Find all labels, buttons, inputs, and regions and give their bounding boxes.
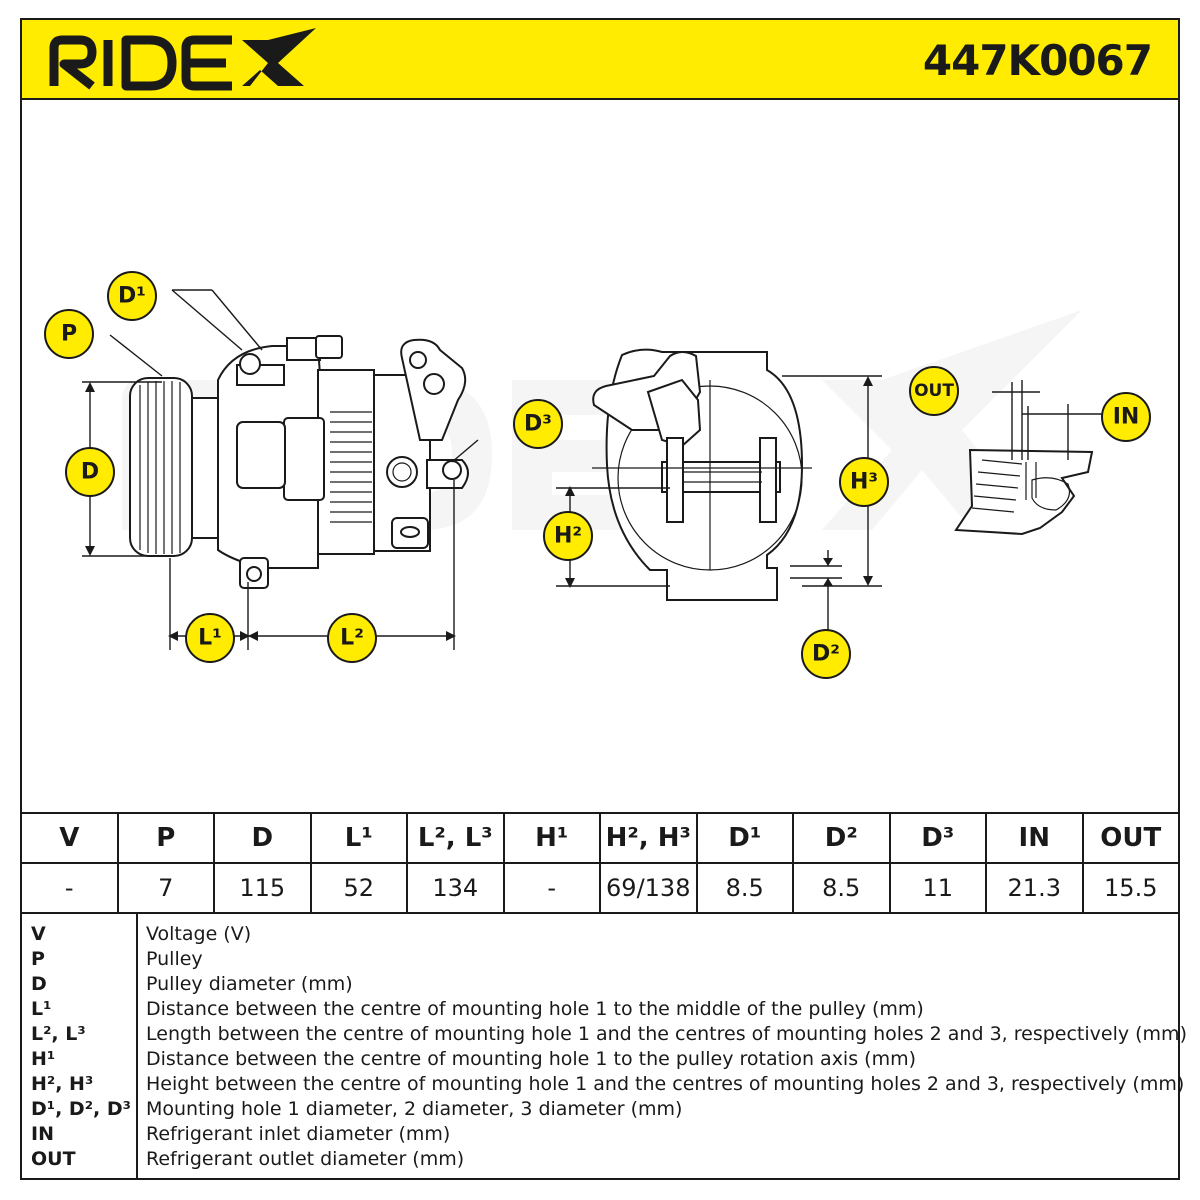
badge-p: P [44,309,94,359]
spec-header-cell: V [20,812,119,864]
legend-desc: Pulley [146,948,203,970]
ridex-logo [49,28,316,91]
spec-value-cell: 15.5 [1081,862,1180,914]
spec-value-cell: 11 [888,862,987,914]
technical-drawing: D¹ P D D³ L¹ L² H² H³ D² OUT IN [44,271,1151,679]
spec-value-cell: - [20,862,119,914]
legend-box: V Voltage (V) P Pulley D Pulley diameter… [20,912,1187,1180]
legend-key: L¹ [31,998,52,1020]
legend-key: V [31,923,46,945]
badge-d3-label: D³ [524,412,552,437]
legend-key: H², H³ [31,1073,94,1095]
legend-row: L¹ Distance between the centre of mounti… [22,997,1178,1022]
legend-desc: Height between the centre of mounting ho… [146,1073,1185,1095]
legend-key: P [31,948,45,970]
legend-row: H¹ Distance between the centre of mounti… [22,1047,1178,1072]
badge-in: IN [1101,392,1151,442]
legend-row: V Voltage (V) [22,922,1178,947]
badge-d1-label: D¹ [118,284,146,309]
badge-l2: L² [327,613,377,663]
spec-header-row: V P D L¹ L², L³ H¹ H², H³ D¹ D² D³ IN OU… [20,812,1180,864]
spec-value-cell: - [502,862,601,914]
legend-desc: Mounting hole 1 diameter, 2 diameter, 3 … [146,1098,683,1120]
legend-desc: Length between the centre of mounting ho… [146,1023,1187,1045]
header-bar: 447K0067 [20,18,1180,100]
legend-row: P Pulley [22,947,1178,972]
spec-table: V P D L¹ L², L³ H¹ H², H³ D¹ D² D³ IN OU… [20,812,1180,914]
legend-row: OUT Refrigerant outlet diameter (mm) [22,1147,1178,1172]
badge-h2-label: H² [554,524,582,549]
part-number: 447K0067 [922,36,1153,85]
spec-value-cell: 8.5 [792,862,891,914]
legend-desc: Pulley diameter (mm) [146,973,353,995]
legend-row: L², L³ Length between the centre of moun… [22,1022,1187,1047]
legend-row: H², H³ Height between the centre of moun… [22,1072,1184,1097]
badge-d3: D³ [513,399,563,449]
spec-header-cell: D¹ [695,812,794,864]
badge-l1: L¹ [185,613,235,663]
spec-value-row: - 7 115 52 134 - 69/138 8.5 8.5 11 21.3 … [20,862,1180,914]
legend-key: D¹, D², D³ [31,1098,131,1120]
spec-header-cell: OUT [1081,812,1180,864]
spec-header-cell: L¹ [309,812,408,864]
legend-key: IN [31,1123,54,1145]
legend-key: H¹ [31,1048,56,1070]
legend-desc: Refrigerant inlet diameter (mm) [146,1123,451,1145]
badge-l2-label: L² [340,626,364,651]
legend-desc: Voltage (V) [146,923,252,945]
badge-h3: H³ [839,457,889,507]
legend-key: D [31,973,47,995]
spec-value-cell: 52 [309,862,408,914]
spec-value-cell: 8.5 [695,862,794,914]
badge-l1-label: L¹ [198,626,222,651]
badge-d-label: D [81,460,99,485]
legend-row: IN Refrigerant inlet diameter (mm) [22,1122,1178,1147]
spec-header-cell: L², L³ [406,812,505,864]
spec-value-cell: 115 [213,862,312,914]
badge-d2: D² [801,629,851,679]
badge-p-label: P [61,322,77,347]
spec-value-cell: 7 [116,862,215,914]
legend-divider [136,912,138,1178]
spec-header-cell: D³ [888,812,987,864]
badge-out: OUT [909,366,959,416]
spec-header-cell: D² [792,812,891,864]
spec-header-cell: IN [985,812,1084,864]
badge-d1: D¹ [107,271,157,321]
legend-key: L², L³ [31,1023,86,1045]
badge-h3-label: H³ [850,470,878,495]
spec-value-cell: 69/138 [599,862,698,914]
fitting-block-view [954,380,1102,536]
spec-header-cell: H¹ [502,812,601,864]
spec-header-cell: D [213,812,312,864]
legend-row: D¹, D², D³ Mounting hole 1 diameter, 2 d… [22,1097,1178,1122]
badge-out-label: OUT [914,381,954,401]
compressor-side-view [129,335,469,589]
spec-header-cell: H², H³ [599,812,698,864]
badge-h2: H² [543,511,593,561]
spec-header-cell: P [116,812,215,864]
legend-desc: Refrigerant outlet diameter (mm) [146,1148,465,1170]
spec-value-cell: 21.3 [985,862,1084,914]
spec-value-cell: 134 [406,862,505,914]
badge-in-label: IN [1113,405,1140,430]
legend-row: D Pulley diameter (mm) [22,972,1178,997]
legend-desc: Distance between the centre of mounting … [146,998,924,1020]
compressor-front-view [592,348,812,601]
legend-key: OUT [31,1148,76,1170]
badge-d2-label: D² [812,642,840,667]
badge-d: D [65,447,115,497]
legend-desc: Distance between the centre of mounting … [146,1048,916,1070]
